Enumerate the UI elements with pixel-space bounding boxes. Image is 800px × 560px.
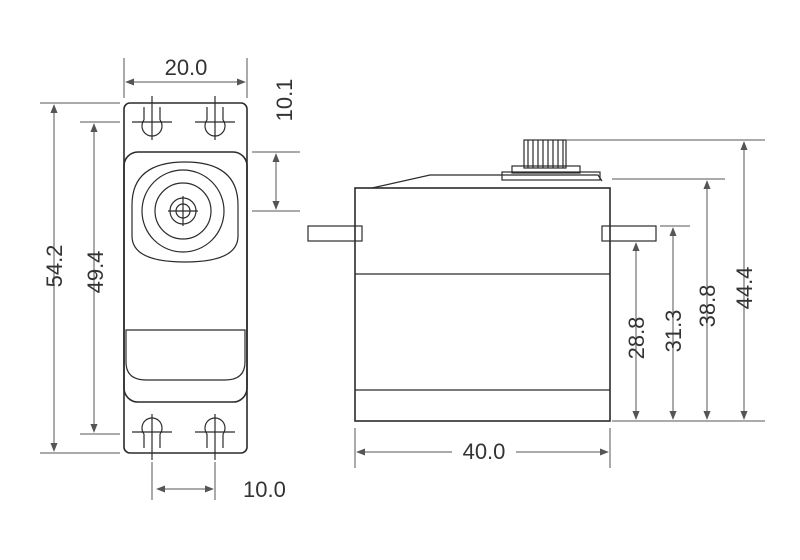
front-view: 20.0 10.1 54.2 49.4 10.0 <box>40 55 300 502</box>
length-label-bg <box>452 436 516 466</box>
dimension-label-40-0: 40.0 <box>463 439 506 464</box>
dimension-label-54-2: 54.2 <box>42 245 67 288</box>
dimension-label-28-8: 28.8 <box>624 317 649 360</box>
dimension-side-44-4: 44.4 <box>732 141 757 420</box>
front-top-recess <box>131 161 239 263</box>
side-flange-right <box>601 225 657 242</box>
dimension-side-length: 40.0 <box>354 428 611 468</box>
dimension-label-38-8: 38.8 <box>695 285 720 328</box>
output-shaft-mid-ring <box>154 182 212 240</box>
side-flange-left <box>307 225 363 242</box>
spline-teeth <box>527 140 564 168</box>
output-shaft-outer-ring <box>141 169 225 253</box>
mount-hole-bottom-left <box>132 414 172 460</box>
side-view: 28.8 31.3 38.8 44.4 40.0 <box>307 139 765 468</box>
mount-hole-top-left <box>132 96 172 140</box>
side-case-outline <box>354 187 611 422</box>
front-lower-cap <box>125 329 246 381</box>
dimension-front-body-height: 49.4 <box>80 121 120 435</box>
front-flange-outline <box>123 102 248 454</box>
side-top-plate <box>501 171 601 181</box>
dimension-front-top-margin: 10.1 <box>252 79 300 212</box>
dimension-front-width: 20.0 <box>123 55 248 98</box>
dimension-label-20-0: 20.0 <box>165 55 208 80</box>
dimension-front-overall-height: 54.2 <box>40 102 120 454</box>
dimension-side-28-8: 28.8 <box>624 242 649 420</box>
dimension-label-44-4: 44.4 <box>732 267 757 310</box>
front-body-outline <box>123 151 248 403</box>
side-shaft-collar <box>511 165 581 174</box>
dimension-side-38-8: 38.8 <box>695 180 720 420</box>
dimension-label-10-1: 10.1 <box>272 79 297 122</box>
dimension-front-hole-spacing: 10.0 <box>151 462 286 502</box>
side-output-spline <box>523 139 567 169</box>
mount-hole-bottom-right <box>195 414 235 460</box>
dimension-side-31-3: 31.3 <box>661 227 686 420</box>
side-top-step <box>371 174 603 189</box>
dimension-label-10-0: 10.0 <box>243 477 286 502</box>
mount-hole-top-right <box>195 96 235 140</box>
dimension-label-49-4: 49.4 <box>83 251 108 294</box>
dimension-label-31-3: 31.3 <box>661 310 686 353</box>
